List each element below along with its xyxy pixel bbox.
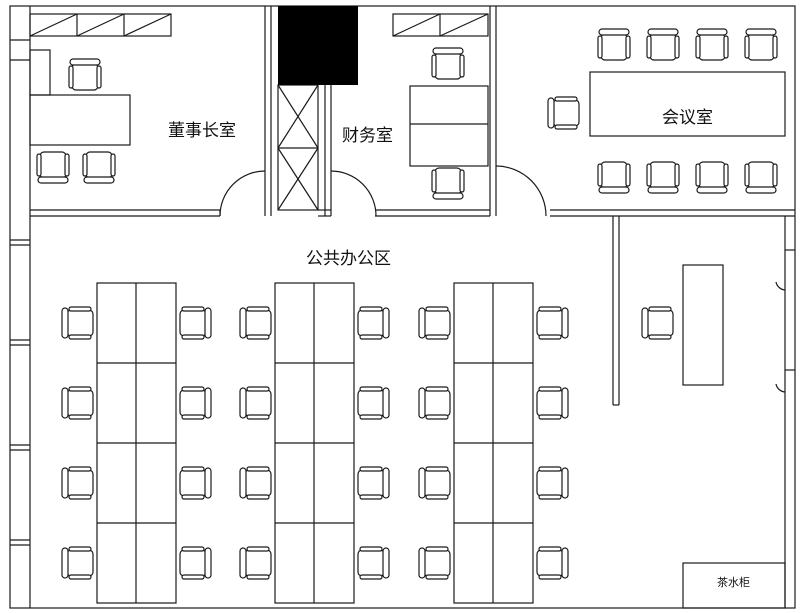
chair — [68, 58, 102, 91]
chair — [61, 546, 94, 580]
finance-office-label: 财务室 — [342, 126, 393, 146]
chairman-office-walls — [30, 6, 272, 217]
chair — [744, 28, 778, 61]
chair — [536, 466, 569, 500]
workstation-group-1 — [96, 282, 177, 604]
workstation-group-2 — [274, 282, 355, 604]
chair — [239, 466, 272, 500]
right-office-desk — [682, 264, 724, 386]
chair — [431, 167, 465, 200]
public-office-label: 公共办公区 — [306, 249, 391, 269]
chair — [418, 546, 451, 580]
chair — [179, 546, 212, 580]
chairman-desk — [29, 49, 131, 146]
chairman-door — [219, 170, 266, 217]
chair — [239, 386, 272, 420]
chair — [418, 466, 451, 500]
chair — [536, 386, 569, 420]
chair — [357, 466, 390, 500]
tea-cabinet — [682, 562, 786, 609]
structural-column — [278, 6, 358, 85]
chair — [179, 306, 212, 340]
chair — [431, 47, 465, 80]
chair — [239, 306, 272, 340]
right-office-walls — [612, 216, 786, 608]
chair — [179, 466, 212, 500]
chair — [695, 28, 729, 61]
chairman-office-label: 董事长室 — [168, 121, 236, 141]
chair — [641, 306, 674, 340]
finance-office-walls — [318, 6, 497, 217]
workstation-group-3 — [453, 282, 534, 604]
chair — [418, 386, 451, 420]
stair-shaft — [277, 84, 319, 211]
chair — [536, 306, 569, 340]
chair — [357, 306, 390, 340]
chair — [695, 161, 729, 194]
finance-desk — [409, 85, 489, 167]
chair — [597, 161, 631, 194]
chair — [646, 161, 680, 194]
meeting-door — [495, 165, 547, 217]
right-office-door — [775, 281, 786, 393]
chair — [82, 151, 116, 184]
outer-walls — [9, 5, 796, 609]
meeting-room-walls — [550, 209, 795, 217]
chair — [357, 546, 390, 580]
chair — [239, 546, 272, 580]
chair — [597, 28, 631, 61]
finance-cabinets — [392, 13, 489, 37]
chair — [536, 546, 569, 580]
chair — [36, 151, 70, 184]
chair — [61, 466, 94, 500]
chairman-cabinets — [29, 13, 172, 37]
meeting-room-label: 会议室 — [662, 108, 713, 128]
meeting-table — [589, 71, 786, 137]
chair — [646, 28, 680, 61]
chair — [418, 306, 451, 340]
chair — [744, 161, 778, 194]
chair — [179, 386, 212, 420]
chair — [357, 386, 390, 420]
chair — [61, 386, 94, 420]
chair — [61, 306, 94, 340]
chair — [547, 96, 580, 130]
tea-cabinet-label: 茶水柜 — [717, 576, 750, 589]
finance-door — [330, 170, 377, 217]
